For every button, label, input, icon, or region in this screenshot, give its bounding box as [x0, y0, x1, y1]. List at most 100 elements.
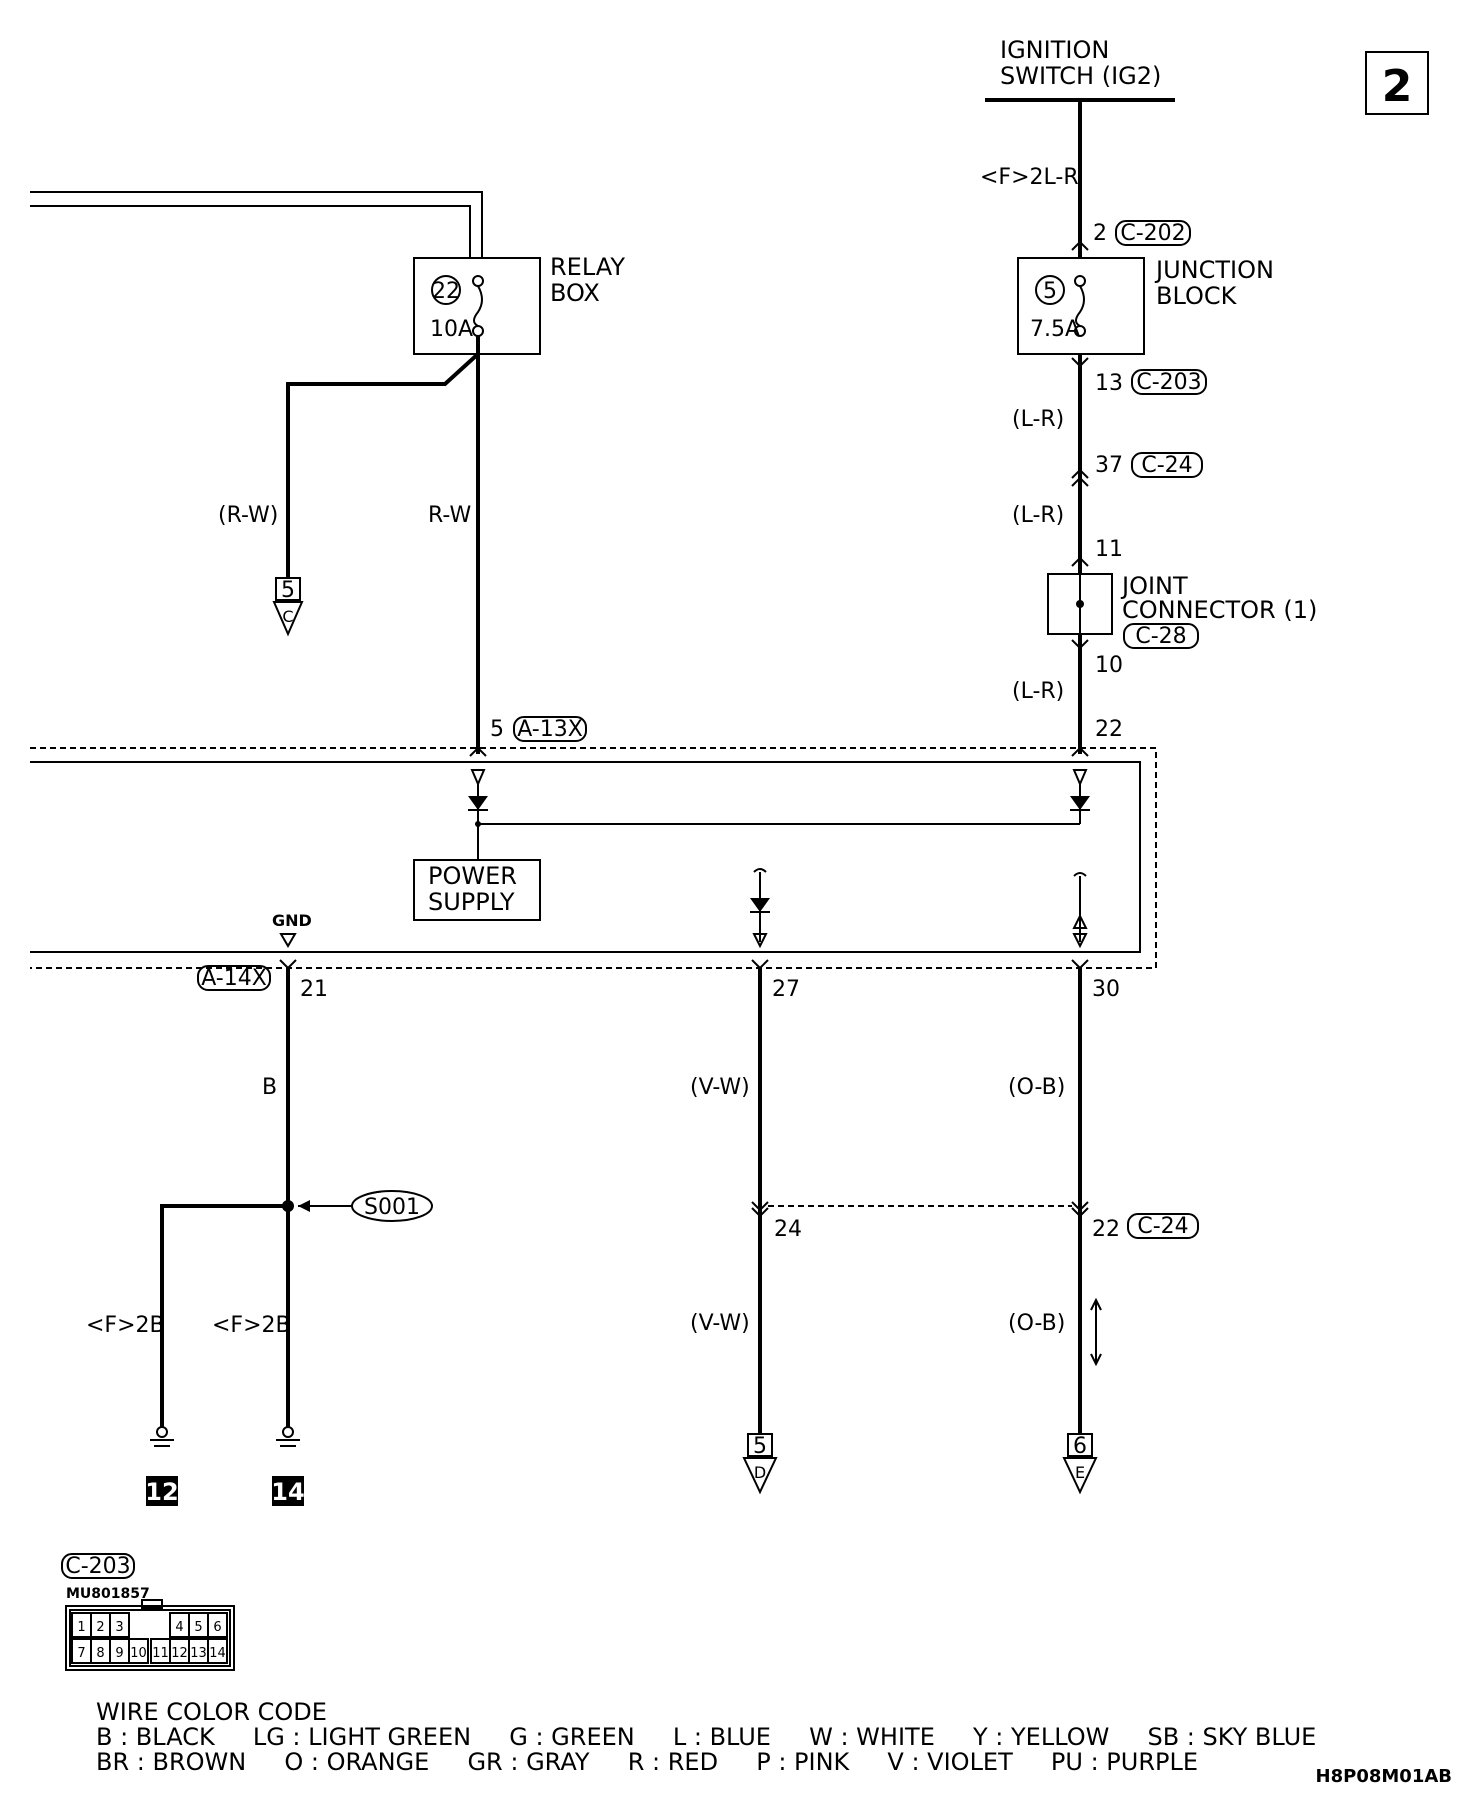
chevron-gnd: [279, 959, 297, 970]
connector-c24b: C-24: [1137, 1214, 1188, 1239]
wire-label-vw-2: (V-W): [690, 1311, 750, 1336]
offpage-e-letter: E: [1075, 1463, 1085, 1482]
wire-color-code-line-1: B : BLACK LG : LIGHT GREEN G : GREEN L :…: [96, 1723, 1316, 1751]
connector-tag-c24: [1131, 452, 1203, 478]
wire-label-lr-2: (L-R): [1012, 503, 1064, 528]
connector-pin-number: 4: [175, 1620, 183, 1635]
connector-tag-c28: [1123, 623, 1199, 649]
splice-tag: [351, 1190, 433, 1222]
relay-fuse-number-circle: [431, 275, 461, 305]
wire-label-f2b-2: <F>2B: [212, 1313, 291, 1338]
chevron-24-b: [751, 1207, 769, 1218]
bidirectional-arrow-down: [1090, 1353, 1102, 1367]
terminal-30: [1072, 933, 1088, 949]
gnd-text: GND: [272, 911, 312, 930]
junction-block-label-1: JUNCTION: [1154, 256, 1274, 284]
connector-tag-c202: [1115, 220, 1191, 246]
pin-27: 27: [772, 977, 800, 1002]
connector-pin-number: 9: [115, 1646, 123, 1661]
pin-c24: 37: [1095, 453, 1123, 478]
connector-a14x: A-14X: [201, 966, 267, 991]
connector-pin-number: 8: [96, 1646, 104, 1661]
wire-label-ob-2: (O-B): [1008, 1311, 1065, 1336]
pin-jc-out: 10: [1095, 653, 1123, 678]
pin-gnd: 21: [300, 977, 328, 1002]
offpage-d-num-box: [747, 1433, 773, 1457]
chevron-c24-b: [1071, 476, 1089, 487]
junction-fuse-number: 5: [1043, 279, 1057, 304]
diode-27: [750, 898, 770, 912]
connector-detail-part: MU801857: [66, 1586, 150, 1602]
connector-pin-number: 14: [209, 1646, 226, 1661]
terminal-27: [752, 933, 768, 949]
connector-c28: C-28: [1135, 624, 1186, 649]
connector-pin-cell: [207, 1612, 228, 1638]
ground-symbol-2-terminal: [282, 1426, 294, 1438]
junction-block-label-2: BLOCK: [1156, 282, 1238, 310]
pin-a13x: 5: [490, 717, 504, 742]
wire-label-lr-3: (L-R): [1012, 679, 1064, 704]
power-supply-label-2: SUPPLY: [428, 888, 515, 916]
connector-tag-c203: [1131, 369, 1207, 395]
chevron-jc-in: [1071, 556, 1089, 567]
diode-30: [1072, 913, 1088, 929]
connector-pin-number: 5: [194, 1620, 202, 1635]
figure-code: H8P08M01AB: [1316, 1766, 1452, 1787]
connector-pin-number: 11: [152, 1646, 169, 1661]
chevron-jc-out: [1071, 639, 1089, 650]
chevron-a13x: [469, 746, 487, 757]
connector-detail-latch: [141, 1599, 163, 1609]
connector-pin-number: 12: [171, 1646, 188, 1661]
offpage-d-triangle: [742, 1457, 778, 1495]
junction-block-box: [1017, 257, 1145, 355]
internal-terminal-right: [1072, 769, 1088, 787]
chevron-27: [751, 959, 769, 970]
splice-arrowhead: [298, 1200, 310, 1212]
internal-signal-27: [753, 868, 767, 873]
wire-color-code-title: WIRE COLOR CODE: [96, 1698, 327, 1726]
fuse-icon-relay: [473, 285, 483, 327]
offpage-c-triangle: [272, 601, 304, 637]
page-marker: 2: [1382, 61, 1413, 112]
fuse-icon-junction: [1075, 285, 1085, 327]
chevron-24-a: [751, 1201, 769, 1212]
diode-right: [1070, 796, 1090, 810]
internal-terminal-left: [470, 769, 486, 787]
connector-pin-number: 2: [96, 1620, 104, 1635]
offpage-c-num-box: [275, 577, 301, 601]
ground-branch-wire: [160, 1204, 288, 1428]
diode-left: [468, 796, 488, 810]
connector-pin-number: 13: [190, 1646, 207, 1661]
chevron-22b-b: [1071, 1207, 1089, 1218]
connector-pin-number: 7: [77, 1646, 85, 1661]
power-supply-box: [413, 859, 541, 921]
offpage-d-num: 5: [753, 1434, 767, 1459]
wire-label-ob-1: (O-B): [1008, 1075, 1065, 1100]
pin-30: 30: [1092, 977, 1120, 1002]
connector-c202: C-202: [1120, 221, 1185, 246]
chevron-c202: [1071, 240, 1089, 251]
pin-jc-in: 11: [1095, 537, 1123, 562]
ground-point-14-box: [272, 1476, 304, 1506]
offpage-e-num-box: [1067, 1433, 1093, 1457]
joint-connector-label-1: JOINT: [1120, 572, 1188, 600]
offpage-d-letter: D: [754, 1463, 766, 1482]
ignition-switch-label-2: SWITCH (IG2): [1000, 62, 1161, 90]
connector-pin-number: 6: [213, 1620, 221, 1635]
offpage-e-triangle: [1062, 1457, 1098, 1495]
power-supply-label-1: POWER: [428, 862, 517, 890]
connector-detail-inner: [69, 1609, 231, 1667]
offpage-e-num: 6: [1073, 1434, 1087, 1459]
relay-box-label-1: RELAY: [550, 253, 625, 281]
unit-outline-dashed: [30, 747, 1157, 969]
connector-pin-cell: [128, 1638, 149, 1664]
connector-pin-cell: [207, 1638, 228, 1664]
connector-a13x: A-13X: [517, 717, 583, 742]
fuse-terminal-bottom: [1074, 325, 1086, 337]
connector-tag-a13x: [513, 716, 587, 742]
connector-pin-number: 1: [77, 1620, 85, 1635]
junction-fuse-number-circle: [1035, 275, 1065, 305]
